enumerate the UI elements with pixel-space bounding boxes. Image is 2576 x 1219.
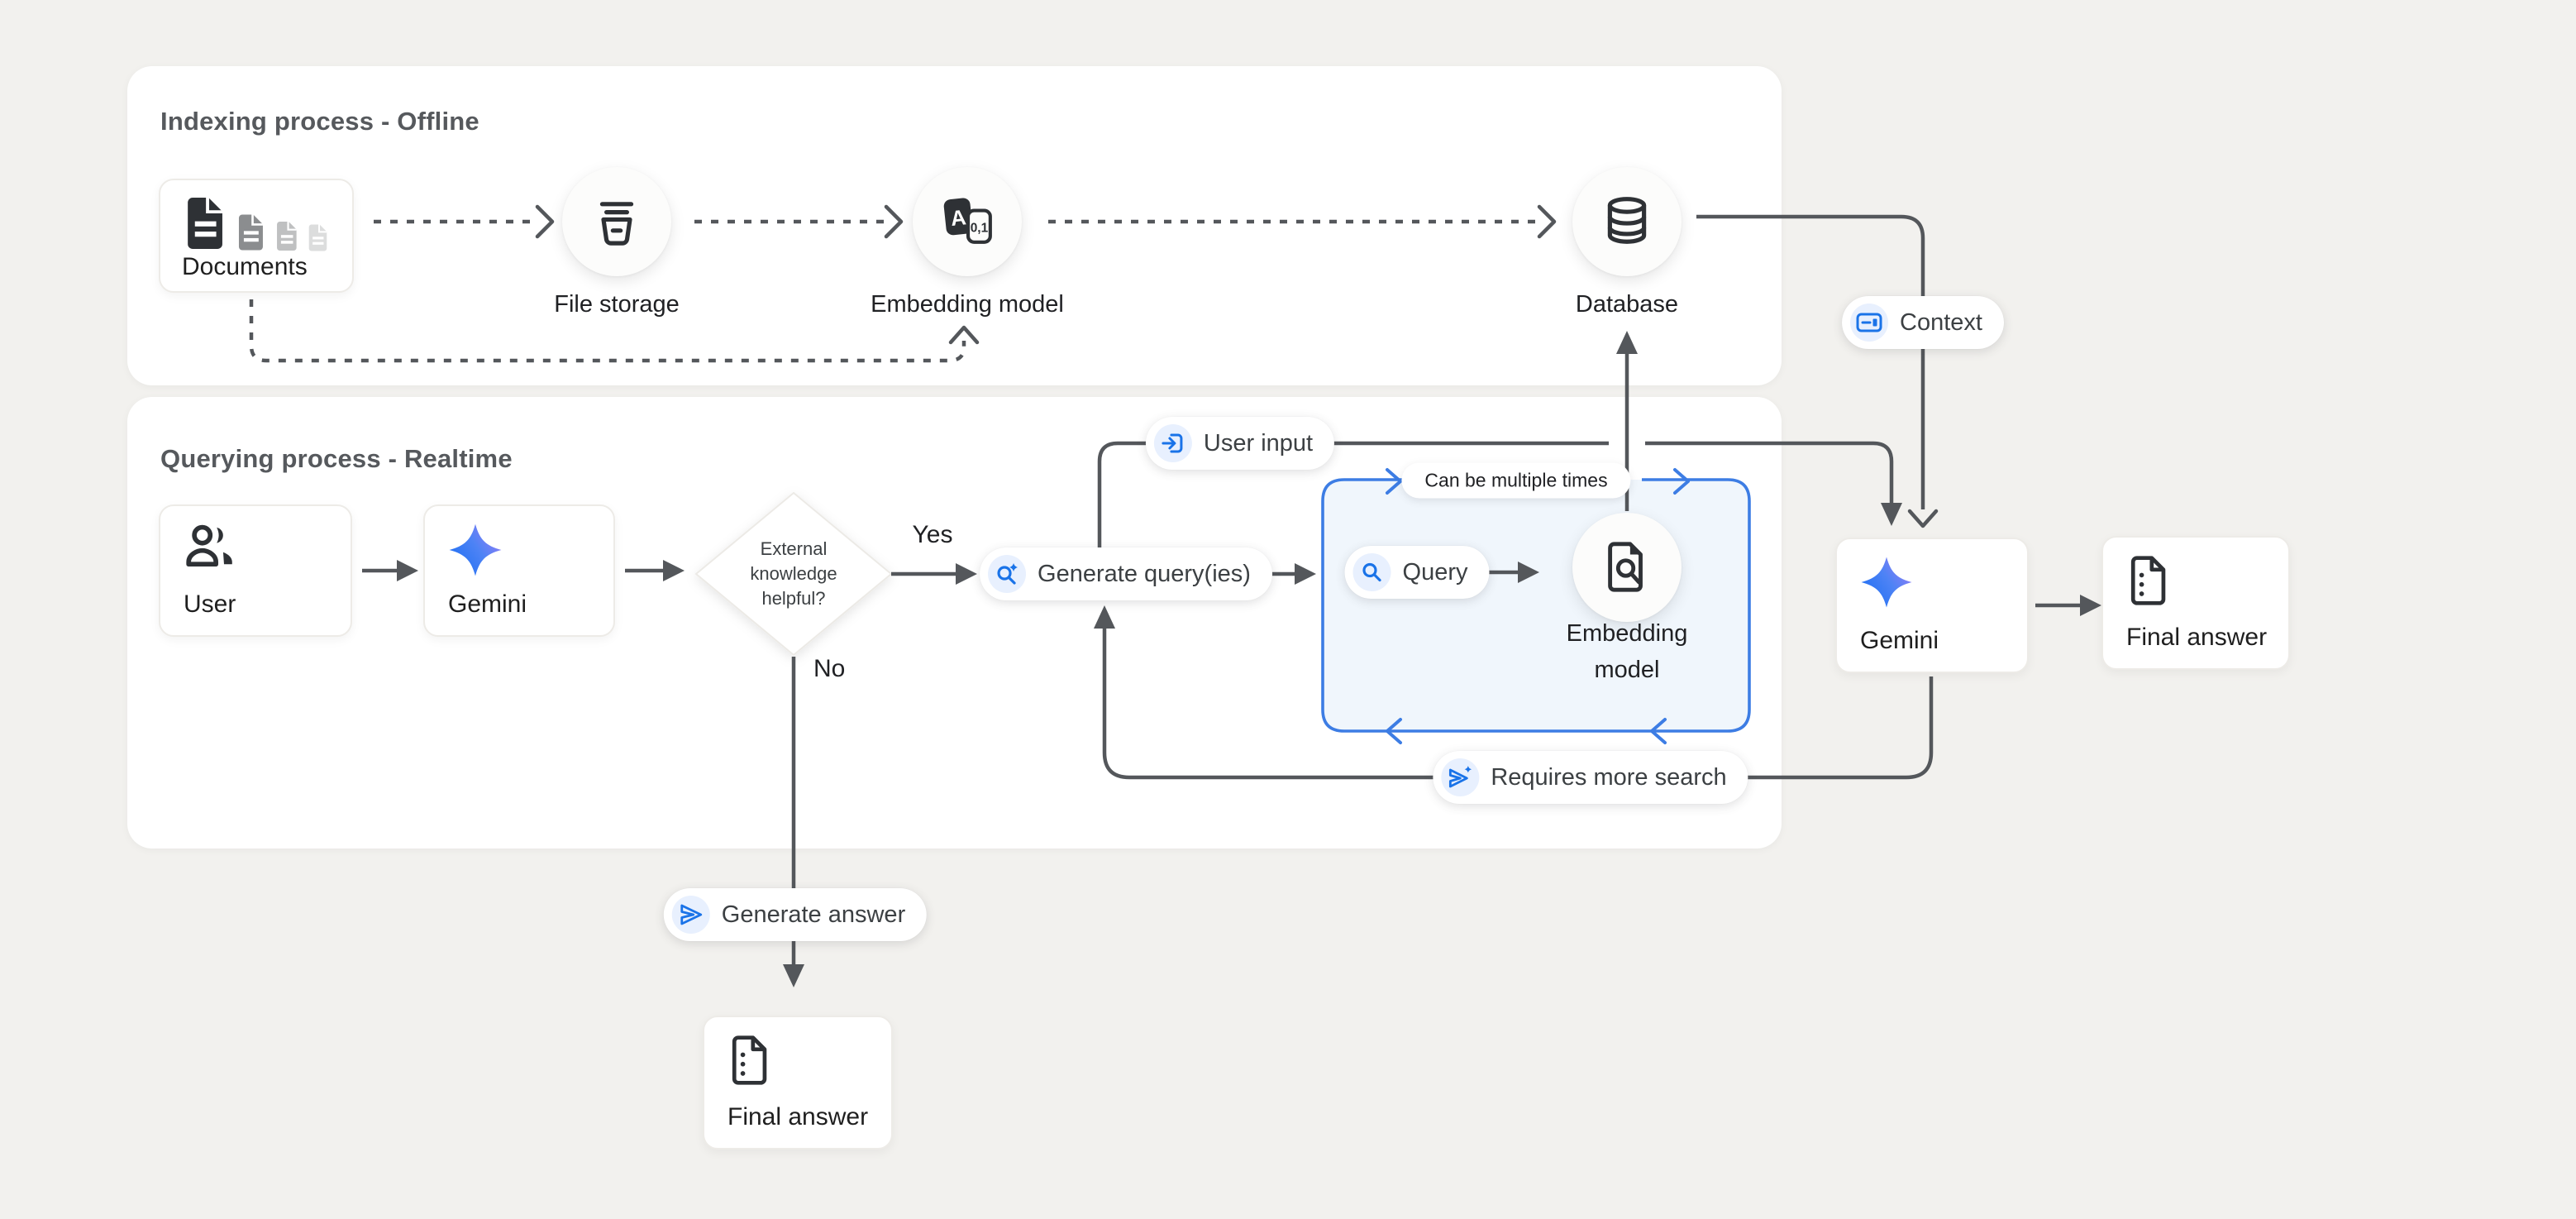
final-answer-no-card: Final answer <box>703 1016 893 1150</box>
embedding-model-node: A 0,1 <box>913 167 1022 276</box>
requires-more-search-pill: Requires more search <box>1433 751 1748 804</box>
requires-more-search-label: Requires more search <box>1491 763 1727 791</box>
file-storage-label: File storage <box>554 291 680 318</box>
generate-answer-label: Generate answer <box>721 901 906 928</box>
no-edge-label: No <box>813 655 846 682</box>
final-answer-label: Final answer <box>2126 624 2268 651</box>
final-answer-document-icon <box>732 1035 767 1085</box>
database-cylinder-icon <box>1607 197 1647 244</box>
yes-edge-label: Yes <box>912 521 953 548</box>
search-icon <box>1352 553 1391 591</box>
decision-text: External knowledge helpful? <box>750 538 837 609</box>
final-answer-document-icon <box>2130 556 2166 605</box>
solid-chevron-heads <box>1907 509 1939 528</box>
context-pill-label: Context <box>1900 308 1982 336</box>
user-input-pill-label: User input <box>1203 429 1314 457</box>
user-label: User <box>184 590 236 618</box>
file-storage-bucket-icon <box>599 202 634 246</box>
database-label: Database <box>1575 291 1679 318</box>
querying-panel-title: Querying process - Realtime <box>160 444 513 473</box>
context-pill: Context <box>1842 296 2004 349</box>
embedding-model-rt-node <box>1572 513 1682 622</box>
gemini-card: Gemini <box>423 504 615 637</box>
send-sparkle-icon <box>1441 758 1480 796</box>
can-be-multiple-times-label: Can be multiple times <box>1424 469 1608 491</box>
gemini-sparkle-icon <box>1861 557 1912 608</box>
final-answer-card: Final answer <box>2101 536 2290 670</box>
svg-text:A: A <box>950 206 967 231</box>
documents-icon <box>182 194 331 253</box>
embedding-model-label: Embedding model <box>871 291 1064 318</box>
login-arrow-icon <box>1153 424 1192 462</box>
generate-queries-pill: Generate query(ies) <box>980 547 1272 600</box>
final-answer-no-label: Final answer <box>727 1103 869 1131</box>
gemini-label: Gemini <box>448 590 527 618</box>
documents-label: Documents <box>182 253 308 280</box>
query-pill: Query <box>1344 546 1490 599</box>
svg-text:0,1: 0,1 <box>971 221 989 235</box>
embedding-model-rt-label: Embedding model <box>1566 620 1688 683</box>
embedding-translate-icon: A 0,1 <box>943 198 992 244</box>
generate-answer-pill: Generate answer <box>663 888 928 941</box>
user-group-icon <box>186 524 232 567</box>
can-be-multiple-times-pill: Can be multiple times <box>1401 462 1631 499</box>
search-sparkle-icon <box>988 555 1027 593</box>
file-storage-node <box>562 167 671 276</box>
indexing-panel-title: Indexing process - Offline <box>160 107 479 136</box>
documents-card: Documents <box>159 179 354 293</box>
database-node <box>1572 167 1682 276</box>
query-pill-label: Query <box>1402 558 1468 586</box>
document-search-icon <box>1608 542 1643 592</box>
gemini-final-card: Gemini <box>1835 538 2029 673</box>
user-card: User <box>159 504 352 637</box>
gemini-sparkle-icon <box>449 523 502 576</box>
generate-queries-pill-label: Generate query(ies) <box>1038 560 1251 587</box>
article-context-icon <box>1850 304 1889 342</box>
user-input-pill: User input <box>1145 417 1335 470</box>
send-icon <box>671 896 710 934</box>
gemini-final-label: Gemini <box>1860 627 1939 654</box>
